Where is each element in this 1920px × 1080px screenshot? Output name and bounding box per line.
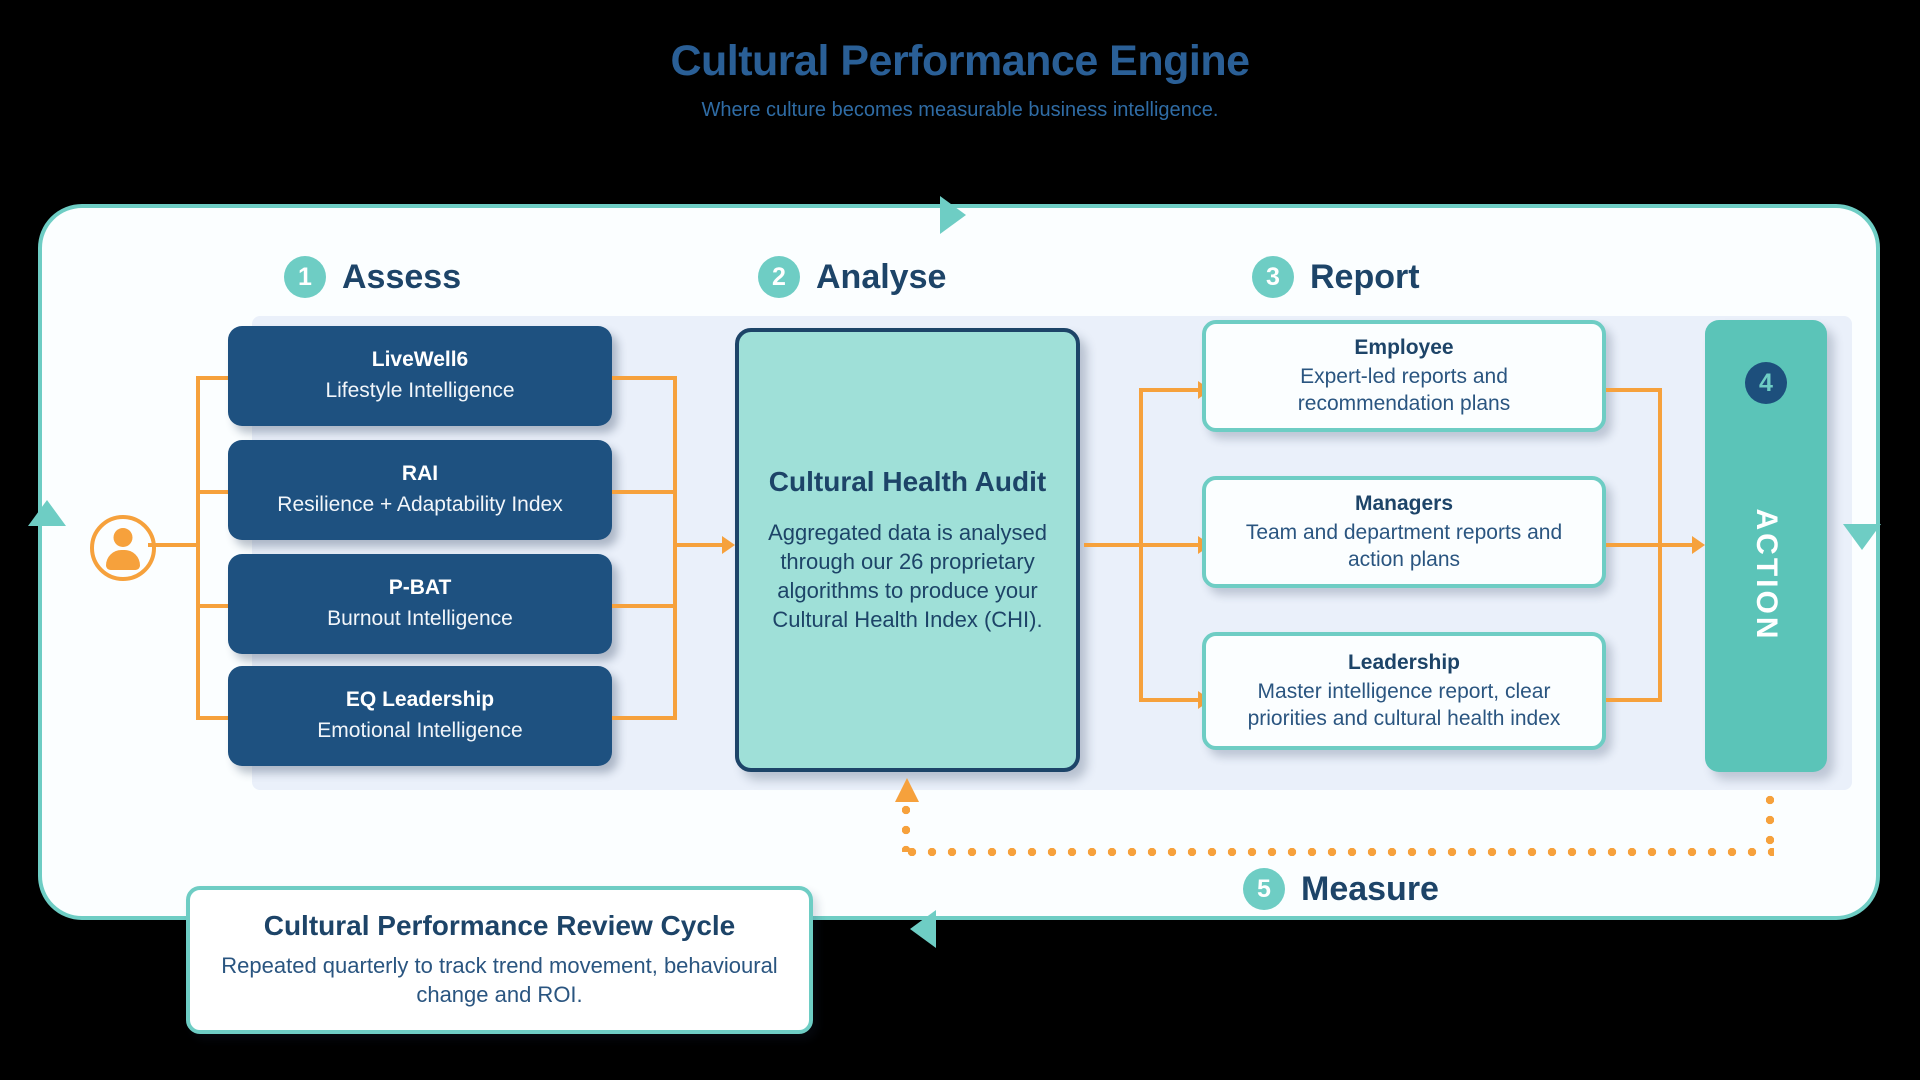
action-label: ACTION — [1750, 508, 1783, 642]
connector-right-4 — [612, 716, 677, 720]
assess-card-subtitle: Resilience + Adaptability Index — [277, 493, 563, 517]
connector-action-2 — [1606, 543, 1696, 547]
connector-action-3 — [1606, 698, 1662, 702]
step-header-analyse: 2 Analyse — [758, 256, 946, 298]
flow-arrow-right — [1843, 524, 1881, 550]
report-card-title: Employee — [1354, 336, 1454, 360]
connector-report-spine — [1139, 388, 1143, 702]
assess-card-pbat[interactable]: P-BAT Burnout Intelligence — [228, 554, 612, 654]
report-card-title: Managers — [1354, 492, 1454, 516]
person-icon-body — [106, 550, 140, 570]
report-card-title: Leadership — [1347, 651, 1461, 675]
assess-card-subtitle: Burnout Intelligence — [327, 607, 513, 631]
measure-dotted-line — [902, 848, 1774, 856]
connector-report-1 — [1139, 388, 1224, 392]
connector-action-1 — [1606, 388, 1662, 392]
step-badge-1: 1 — [284, 256, 326, 298]
measure-dotted-riser-right — [1766, 790, 1774, 852]
report-card-subtitle: Expert-led reports and recommendation pl… — [1297, 365, 1511, 415]
connector-left-3 — [196, 604, 236, 608]
flow-arrow-top — [940, 196, 966, 234]
connector-right-1 — [612, 376, 677, 380]
connector-assess-spine-left — [196, 376, 200, 718]
assess-card-title: EQ Leadership — [345, 688, 495, 712]
assess-card-title: RAI — [401, 462, 439, 486]
review-cycle-title: Cultural Performance Review Cycle — [263, 910, 736, 942]
connector-left-4 — [196, 716, 236, 720]
flow-arrow-left — [28, 500, 66, 526]
step-label-analyse: Analyse — [816, 257, 947, 296]
assess-card-livewell6[interactable]: LiveWell6 Lifestyle Intelligence — [228, 326, 612, 426]
step-header-report: 3 Report — [1252, 256, 1420, 298]
header: Cultural Performance Engine Where cultur… — [0, 0, 1920, 122]
audit-title: Cultural Health Audit — [768, 465, 1047, 497]
step-label-report: Report — [1310, 257, 1420, 296]
step-header-measure: 5 Measure — [1243, 868, 1439, 910]
step-label-assess: Assess — [342, 257, 462, 296]
report-card-subtitle: Master intelligence report, clear priori… — [1247, 680, 1561, 730]
connector-person-to-spine — [148, 543, 200, 547]
report-card-leadership[interactable]: Leadership Master intelligence report, c… — [1202, 632, 1606, 750]
review-cycle-subtitle: Repeated quarterly to track trend moveme… — [221, 953, 778, 1007]
measure-dotted-riser-left — [902, 800, 910, 852]
connector-audit-out — [1084, 543, 1224, 547]
report-card-managers[interactable]: Managers Team and department reports and… — [1202, 476, 1606, 588]
assess-card-rai[interactable]: RAI Resilience + Adaptability Index — [228, 440, 612, 540]
measure-arrowhead-up — [895, 778, 919, 802]
page-subtitle: Where culture becomes measurable busines… — [701, 99, 1219, 122]
connector-left-2 — [196, 490, 236, 494]
action-column[interactable]: 4 ACTION — [1705, 320, 1827, 772]
arrowhead-to-audit — [722, 536, 735, 554]
page-title: Cultural Performance Engine — [670, 37, 1250, 85]
connector-right-3 — [612, 604, 677, 608]
step-badge-3: 3 — [1252, 256, 1294, 298]
assess-card-title: P-BAT — [388, 576, 452, 600]
assess-card-eq-leadership[interactable]: EQ Leadership Emotional Intelligence — [228, 666, 612, 766]
connector-assess-to-audit — [673, 543, 725, 547]
report-card-subtitle: Team and department reports and action p… — [1245, 521, 1563, 571]
connector-left-1 — [196, 376, 236, 380]
flow-arrow-bottom — [910, 910, 936, 948]
step-header-assess: 1 Assess — [284, 256, 461, 298]
assess-card-subtitle: Emotional Intelligence — [317, 719, 523, 743]
cultural-health-audit-card[interactable]: Cultural Health Audit Aggregated data is… — [735, 328, 1080, 772]
review-cycle-card[interactable]: Cultural Performance Review Cycle Repeat… — [186, 886, 813, 1034]
connector-assess-spine-right — [673, 376, 677, 718]
person-icon-head — [113, 528, 133, 547]
person-icon — [90, 515, 156, 581]
assess-card-subtitle: Lifestyle Intelligence — [325, 379, 515, 403]
report-card-employee[interactable]: Employee Expert-led reports and recommen… — [1202, 320, 1606, 432]
assess-card-title: LiveWell6 — [371, 348, 469, 372]
audit-body: Aggregated data is analysed through our … — [768, 520, 1047, 633]
connector-right-2 — [612, 490, 677, 494]
arrowhead-to-action — [1692, 536, 1705, 554]
step-badge-2: 2 — [758, 256, 800, 298]
connector-report-3 — [1139, 698, 1224, 702]
step-badge-5: 5 — [1243, 868, 1285, 910]
step-label-measure: Measure — [1301, 869, 1439, 908]
step-badge-4: 4 — [1745, 362, 1787, 404]
